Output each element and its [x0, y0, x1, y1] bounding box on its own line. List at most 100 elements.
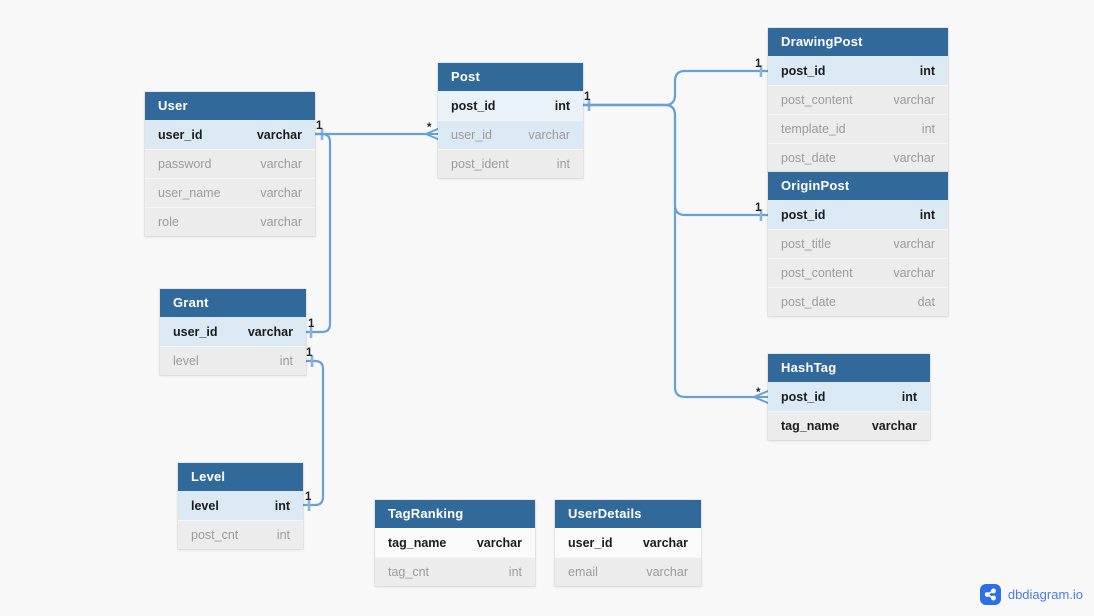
field-type: varchar: [893, 151, 935, 165]
field-name: user_id: [568, 535, 613, 550]
field-name: role: [158, 215, 179, 229]
cardinality-label: 1: [755, 202, 762, 214]
field-name: post_id: [781, 207, 826, 222]
field-name: post_date: [781, 151, 836, 165]
field-type: dat: [917, 295, 935, 309]
cardinality-label: *: [427, 122, 432, 134]
table-header-Level[interactable]: Level: [178, 463, 303, 491]
field-row-User-role[interactable]: role varchar: [145, 207, 315, 236]
cardinality-label: 1: [308, 318, 315, 330]
field-row-OriginPost-post_id[interactable]: post_id int: [768, 200, 948, 229]
many-crow-foot: [753, 396, 769, 404]
field-row-HashTag-post_id[interactable]: post_id int: [768, 382, 930, 411]
table-Level[interactable]: Level level int post_cnt int: [178, 463, 303, 549]
field-type: int: [901, 389, 917, 404]
cardinality-label: 1: [316, 120, 323, 132]
field-name: post_cnt: [191, 528, 239, 542]
table-header-Post[interactable]: Post: [438, 63, 583, 91]
table-header-UserDetails[interactable]: UserDetails: [555, 500, 701, 528]
field-row-User-user_name[interactable]: user_name varchar: [145, 178, 315, 207]
many-crow-foot: [425, 133, 441, 141]
field-type: varchar: [476, 535, 522, 550]
field-row-Post-user_id[interactable]: user_id varchar: [438, 120, 583, 149]
table-header-TagRanking[interactable]: TagRanking: [375, 500, 535, 528]
field-type: int: [556, 157, 570, 171]
field-name: user_name: [158, 186, 221, 200]
field-name: post_content: [781, 93, 853, 107]
field-row-Post-post_id[interactable]: post_id int: [438, 91, 583, 120]
relationship-User.user_id-Grant.user_id[interactable]: [306, 132, 332, 334]
field-name: email: [568, 565, 598, 579]
share-icon: [979, 584, 1001, 605]
table-header-OriginPost[interactable]: OriginPost: [768, 172, 948, 200]
field-name: tag_name: [781, 419, 840, 433]
field-name: level: [191, 498, 219, 513]
relationship-Post.post_id-HashTag.post_id[interactable]: [583, 103, 754, 399]
field-type: varchar: [893, 266, 935, 280]
field-type: varchar: [893, 237, 935, 251]
field-name: post_id: [781, 389, 826, 404]
field-type: varchar: [256, 127, 302, 142]
field-type: int: [508, 565, 522, 579]
dbdiagram-logo[interactable]: dbdiagram.io: [979, 584, 1083, 605]
field-type: int: [554, 98, 570, 113]
field-row-Grant-level[interactable]: level int: [160, 346, 306, 375]
field-type: varchar: [528, 128, 570, 142]
field-name: user_id: [451, 128, 492, 142]
field-name: post_id: [451, 98, 496, 113]
relationship-Grant.level-Level.level[interactable]: [303, 359, 325, 507]
field-name: user_id: [173, 324, 218, 339]
field-row-Level-post_cnt[interactable]: post_cnt int: [178, 520, 303, 549]
field-row-DrawingPost-post_content[interactable]: post_content varchar: [768, 85, 948, 114]
field-type: int: [919, 63, 935, 78]
field-row-Level-level[interactable]: level int: [178, 491, 303, 520]
field-type: int: [919, 207, 935, 222]
table-header-DrawingPost[interactable]: DrawingPost: [768, 28, 948, 56]
logo-text: dbdiagram.io: [1007, 587, 1083, 602]
field-type: varchar: [646, 565, 688, 579]
field-name: post_title: [781, 237, 832, 251]
field-row-DrawingPost-template_id[interactable]: template_id int: [768, 114, 948, 143]
table-header-User[interactable]: User: [145, 92, 315, 120]
field-name: template_id: [781, 122, 846, 136]
table-header-HashTag[interactable]: HashTag: [768, 354, 930, 382]
relationship-Post.post_id-DrawingPost.post_id[interactable]: [583, 69, 768, 107]
cardinality-label: 1: [306, 347, 313, 359]
field-type: int: [921, 122, 935, 136]
field-row-TagRanking-tag_cnt[interactable]: tag_cnt int: [375, 557, 535, 586]
field-name: tag_cnt: [388, 565, 430, 579]
field-type: varchar: [260, 186, 302, 200]
field-type: int: [274, 498, 290, 513]
field-name: level: [173, 354, 199, 368]
field-type: int: [276, 528, 290, 542]
cardinality-label: 1: [584, 91, 591, 103]
field-name: post_date: [781, 295, 836, 309]
field-row-OriginPost-post_title[interactable]: post_title varchar: [768, 229, 948, 258]
field-type: int: [279, 354, 293, 368]
field-row-OriginPost-post_date[interactable]: post_date dat: [768, 287, 948, 316]
cardinality-label: *: [756, 387, 761, 399]
field-type: varchar: [893, 93, 935, 107]
field-row-UserDetails-email[interactable]: email varchar: [555, 557, 701, 586]
field-row-DrawingPost-post_date[interactable]: post_date varchar: [768, 143, 948, 172]
field-type: varchar: [260, 215, 302, 229]
table-header-Grant[interactable]: Grant: [160, 289, 306, 317]
